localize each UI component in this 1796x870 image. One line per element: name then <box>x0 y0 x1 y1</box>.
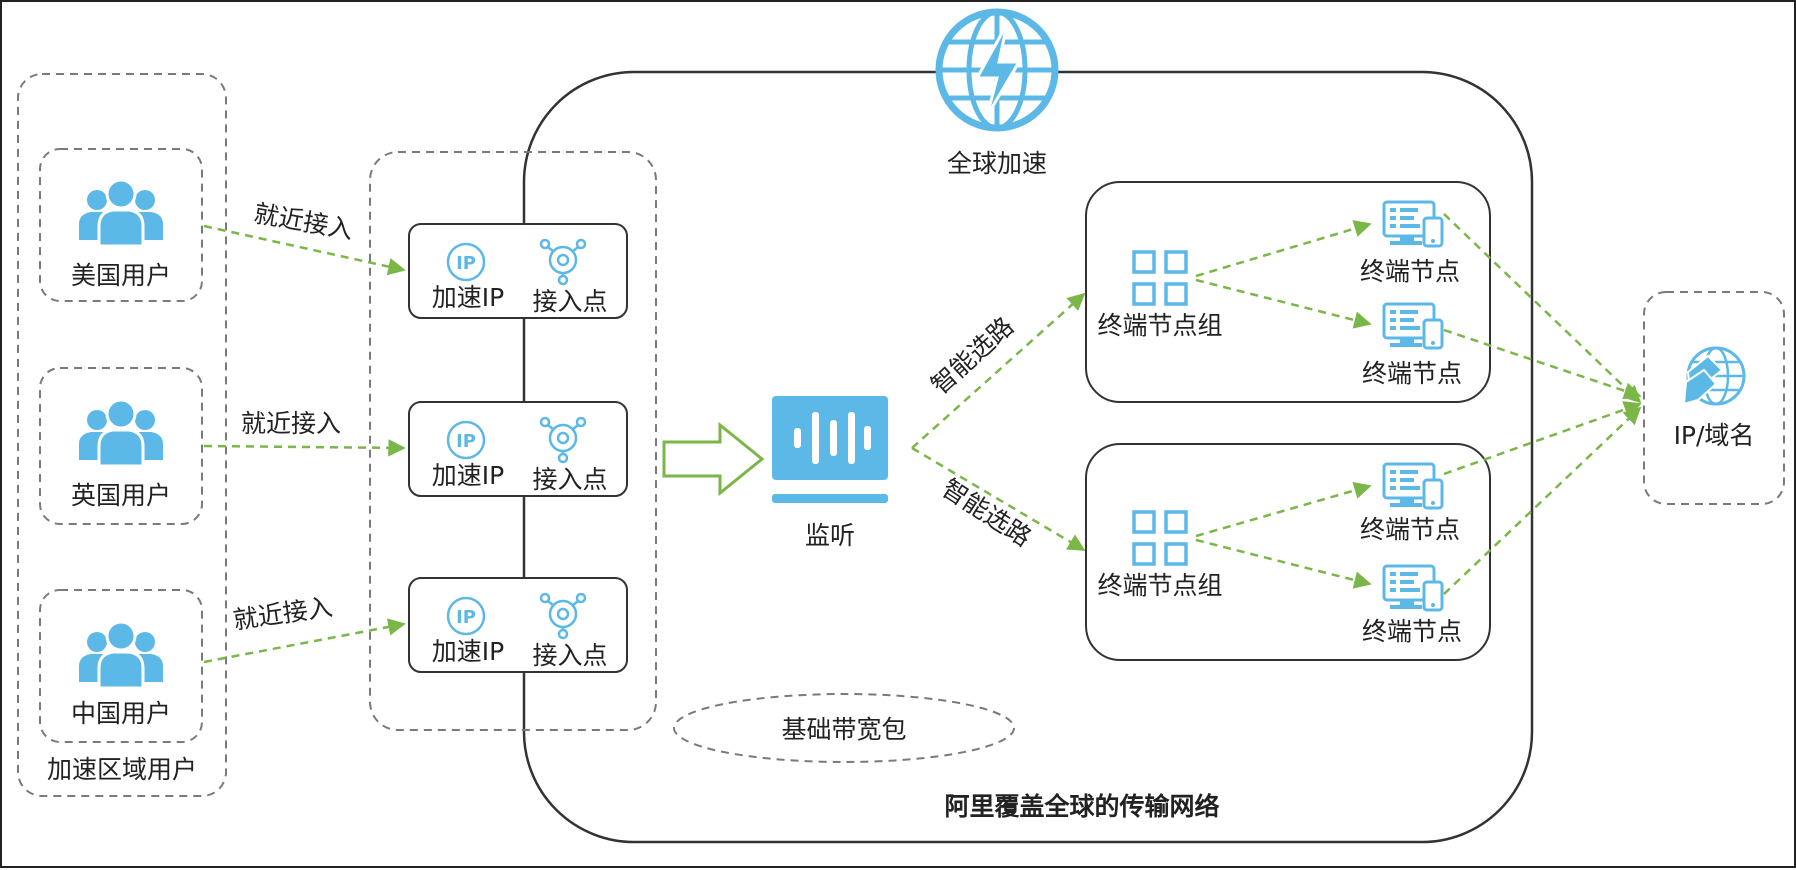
endpoint-node-label: 终端节点 <box>1360 257 1460 286</box>
global-accel-label: 全球加速 <box>947 149 1047 178</box>
access-row-1[interactable]: 加速IP 接入点 <box>408 223 628 319</box>
users-icon <box>77 178 165 248</box>
bandwidth-package[interactable]: 基础带宽包 <box>673 693 1015 763</box>
link-label-us: 就近接入 <box>252 199 356 245</box>
bandwidth-label: 基础带宽包 <box>781 715 906 744</box>
access-links: 就近接入 就近接入 就近接入 <box>203 199 406 664</box>
access-arrow-uk <box>203 439 406 457</box>
group-to-node-arrow <box>1195 220 1372 278</box>
smart-routing: 智能选路 智能选路 <box>911 292 1086 552</box>
target-ip-domain[interactable]: IP/域名 <box>1643 291 1785 505</box>
accel-ip-label: 加速IP <box>432 283 504 312</box>
link-label-uk: 就近接入 <box>241 409 341 438</box>
endpoint-node-label: 终端节点 <box>1362 359 1462 388</box>
endpoint-group-2[interactable]: 终端节点组 终端节点 终端节点 <box>1085 443 1491 661</box>
global-acceleration: 全球加速 <box>935 8 1059 178</box>
user-label-us: 美国用户 <box>71 261 171 290</box>
link-label-cn: 就近接入 <box>231 592 334 635</box>
node-to-target-arrow <box>1443 213 1642 404</box>
group-to-node-arrow <box>1195 538 1372 589</box>
user-label-cn: 中国用户 <box>71 699 171 728</box>
group-to-node-arrow <box>1195 481 1372 538</box>
globe-lightning-icon <box>935 8 1059 132</box>
node-to-target-arrow <box>1443 328 1642 400</box>
user-label-uk: 英国用户 <box>71 481 171 510</box>
access-point-label: 接入点 <box>532 465 607 494</box>
endpoint-group-1[interactable]: 终端节点组 终端节点 终端节点 <box>1085 181 1491 403</box>
user-box-cn[interactable]: 中国用户 <box>39 589 203 743</box>
globe-tag-icon <box>1682 346 1746 406</box>
node-to-target-arrow <box>1443 406 1642 595</box>
users-icon <box>77 398 165 468</box>
listener-label: 监听 <box>805 521 855 550</box>
user-box-uk[interactable]: 英国用户 <box>39 367 203 525</box>
network-label: 阿里覆盖全球的传输网络 <box>944 792 1219 821</box>
access-arrow-cn <box>203 618 406 664</box>
listener-icon <box>772 396 888 503</box>
endpoint-group-label: 终端节点组 <box>1097 571 1222 600</box>
target-label: IP/域名 <box>1674 421 1755 450</box>
flow-arrow <box>662 421 765 497</box>
endpoint-group-label: 终端节点组 <box>1097 311 1222 340</box>
users-group-label: 加速区域用户 <box>47 755 197 784</box>
group-to-node-arrow <box>1195 278 1372 329</box>
listener[interactable]: 监听 <box>772 396 888 550</box>
endpoint-node-label: 终端节点 <box>1360 515 1460 544</box>
users-group: 加速区域用户 <box>17 73 227 797</box>
node-to-target-arrow <box>1443 401 1642 476</box>
endpoint-node-label: 终端节点 <box>1362 617 1462 646</box>
users-icon <box>77 620 165 690</box>
access-point-label: 接入点 <box>532 641 607 670</box>
accel-ip-label: 加速IP <box>432 637 504 666</box>
routing-arrow-2 <box>911 446 1086 552</box>
routing-label-1: 智能选路 <box>925 311 1019 399</box>
target-links <box>1443 213 1642 595</box>
access-points-group <box>369 151 657 731</box>
accel-ip-label: 加速IP <box>432 461 504 490</box>
access-row-3[interactable]: 加速IP 接入点 <box>408 577 628 673</box>
user-box-us[interactable]: 美国用户 <box>39 148 203 302</box>
access-point-label: 接入点 <box>532 287 607 316</box>
access-arrow-us <box>203 224 406 276</box>
access-row-2[interactable]: 加速IP 接入点 <box>408 401 628 497</box>
routing-arrow-1 <box>911 292 1086 449</box>
